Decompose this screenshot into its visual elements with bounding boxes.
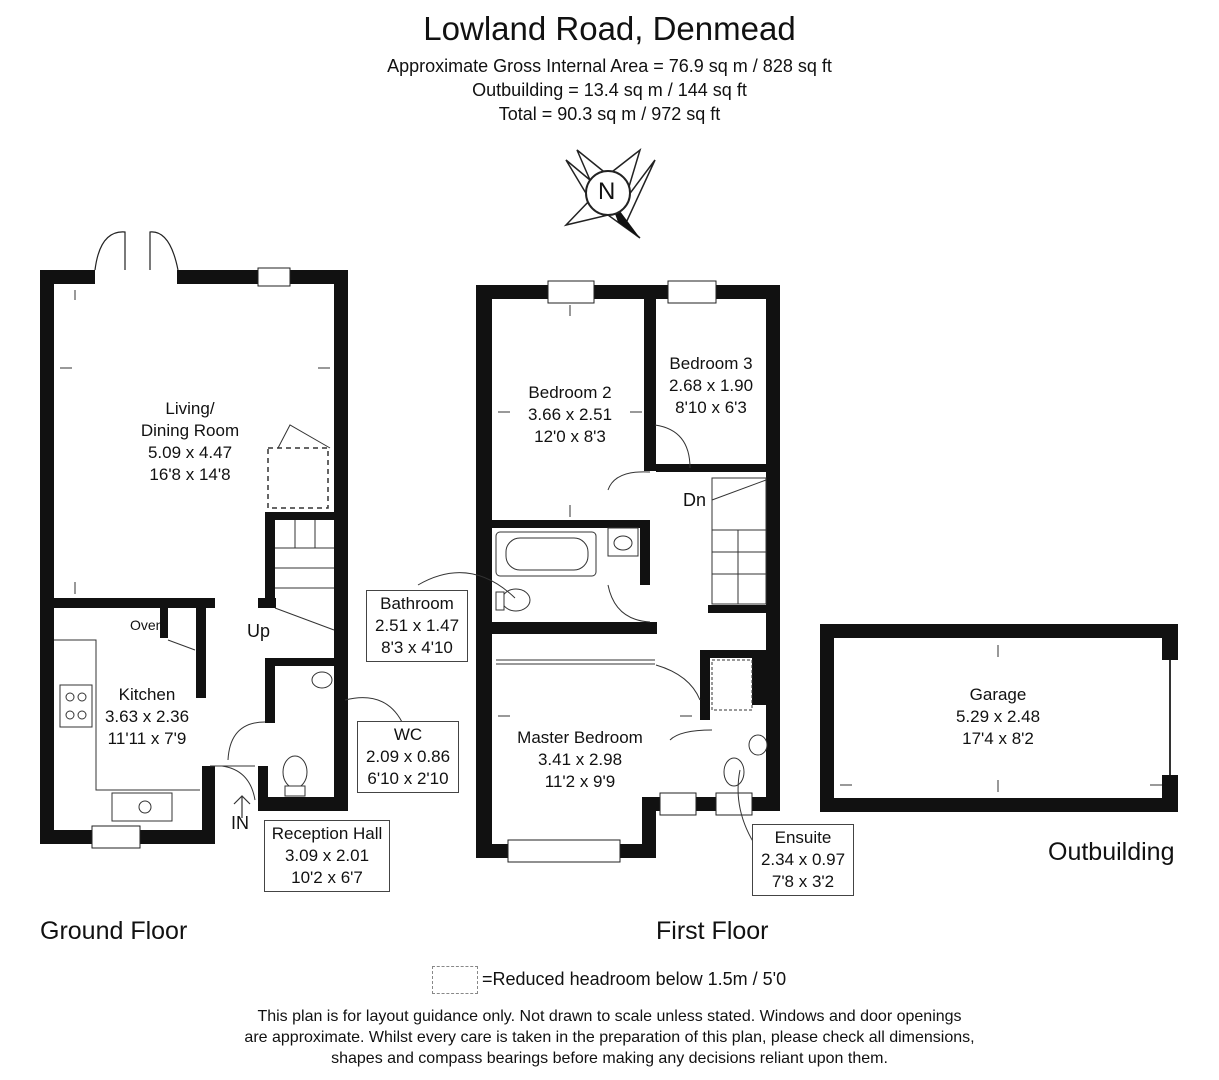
room-name: Ensuite <box>774 828 832 847</box>
room-kitchen: Kitchen 3.63 x 2.36 11'11 x 7'9 <box>82 684 212 750</box>
room-imperial: 7'8 x 3'2 <box>771 872 835 891</box>
room-reception-hall: Reception Hall 3.09 x 2.01 10'2 x 6'7 <box>264 820 390 892</box>
patio-door-icon <box>94 231 179 271</box>
room-name: WC <box>393 725 423 744</box>
ground-floor-walls <box>40 270 348 844</box>
room-bedroom-2: Bedroom 2 3.66 x 2.51 12'0 x 8'3 <box>500 382 640 448</box>
ground-floor-label: Ground Floor <box>40 917 188 945</box>
reduced-headroom-swatch <box>432 966 478 994</box>
legend-text: =Reduced headroom below 1.5m / 5'0 <box>482 968 787 989</box>
room-imperial: 10'2 x 6'7 <box>291 868 363 887</box>
disclaimer-line: shapes and compass bearings before makin… <box>331 1050 888 1067</box>
room-bathroom: Bathroom 2.51 x 1.47 8'3 x 4'10 <box>366 590 468 662</box>
room-living-dining: Living/ Dining Room 5.09 x 4.47 16'8 x 1… <box>100 398 280 486</box>
room-metric: 5.09 x 4.47 <box>147 443 233 462</box>
room-name: Reception Hall <box>271 824 383 843</box>
room-name: Bathroom <box>380 594 454 613</box>
room-garage: Garage 5.29 x 2.48 17'4 x 8'2 <box>928 684 1068 750</box>
room-imperial: 17'4 x 8'2 <box>962 729 1034 748</box>
compass-icon <box>563 147 656 239</box>
room-name: Dining Room <box>140 421 240 440</box>
room-metric: 5.29 x 2.48 <box>955 707 1041 726</box>
room-metric: 2.34 x 0.97 <box>760 850 846 869</box>
stairs-first-icon <box>711 477 767 605</box>
stairs-down-label: Dn <box>683 490 707 510</box>
plan-title: Lowland Road, Denmead <box>423 10 796 47</box>
disclaimer: This plan is for layout guidance only. N… <box>0 1006 1219 1069</box>
outbuilding-label: Outbuilding <box>1048 838 1175 866</box>
room-metric: 3.09 x 2.01 <box>284 846 370 865</box>
room-wc: WC 2.09 x 0.86 6'10 x 2'10 <box>357 721 459 793</box>
room-imperial: 8'10 x 6'3 <box>675 398 747 417</box>
oven-label: Oven <box>130 617 164 633</box>
room-imperial: 16'8 x 14'8 <box>149 465 231 484</box>
stairs-up-label: Up <box>247 621 271 641</box>
room-bedroom-3: Bedroom 3 2.68 x 1.90 8'10 x 6'3 <box>652 353 770 419</box>
reduced-headroom-area <box>267 447 329 509</box>
disclaimer-line: are approximate. Whilst every care is ta… <box>244 1029 975 1046</box>
first-floor-label: First Floor <box>656 917 769 945</box>
garage-walls <box>820 624 1178 812</box>
room-ensuite: Ensuite 2.34 x 0.97 7'8 x 3'2 <box>752 824 854 896</box>
room-imperial: 6'10 x 2'10 <box>367 769 449 788</box>
room-metric: 2.51 x 1.47 <box>374 616 460 635</box>
room-name: Living/ <box>165 399 215 418</box>
room-metric: 3.41 x 2.98 <box>537 750 623 769</box>
room-name: Bedroom 3 <box>669 354 753 373</box>
stairs-ground-icon <box>274 520 335 631</box>
compass-north-label: N <box>598 178 616 205</box>
room-name: Kitchen <box>118 685 176 704</box>
room-imperial: 11'2 x 9'9 <box>544 772 616 791</box>
total-area: Total = 90.3 sq m / 972 sq ft <box>498 104 721 124</box>
room-imperial: 11'11 x 7'9 <box>107 729 187 748</box>
room-name: Master Bedroom <box>517 728 643 747</box>
room-name: Garage <box>969 685 1027 704</box>
room-metric: 3.66 x 2.51 <box>527 405 613 424</box>
room-metric: 2.68 x 1.90 <box>668 376 754 395</box>
disclaimer-line: This plan is for layout guidance only. N… <box>257 1008 962 1025</box>
room-name: Bedroom 2 <box>528 383 612 402</box>
room-master-bedroom: Master Bedroom 3.41 x 2.98 11'2 x 9'9 <box>500 727 660 793</box>
room-imperial: 12'0 x 8'3 <box>534 427 606 446</box>
gross-internal-area: Approximate Gross Internal Area = 76.9 s… <box>387 56 832 76</box>
outbuilding-area: Outbuilding = 13.4 sq m / 144 sq ft <box>472 80 747 100</box>
kitchen-units <box>54 639 200 822</box>
room-metric: 3.63 x 2.36 <box>104 707 190 726</box>
room-metric: 2.09 x 0.86 <box>365 747 451 766</box>
entry-label: IN <box>231 813 249 833</box>
room-imperial: 8'3 x 4'10 <box>381 638 453 657</box>
legend: =Reduced headroom below 1.5m / 5'0 <box>432 966 786 994</box>
entry-arrow-icon <box>233 795 251 818</box>
